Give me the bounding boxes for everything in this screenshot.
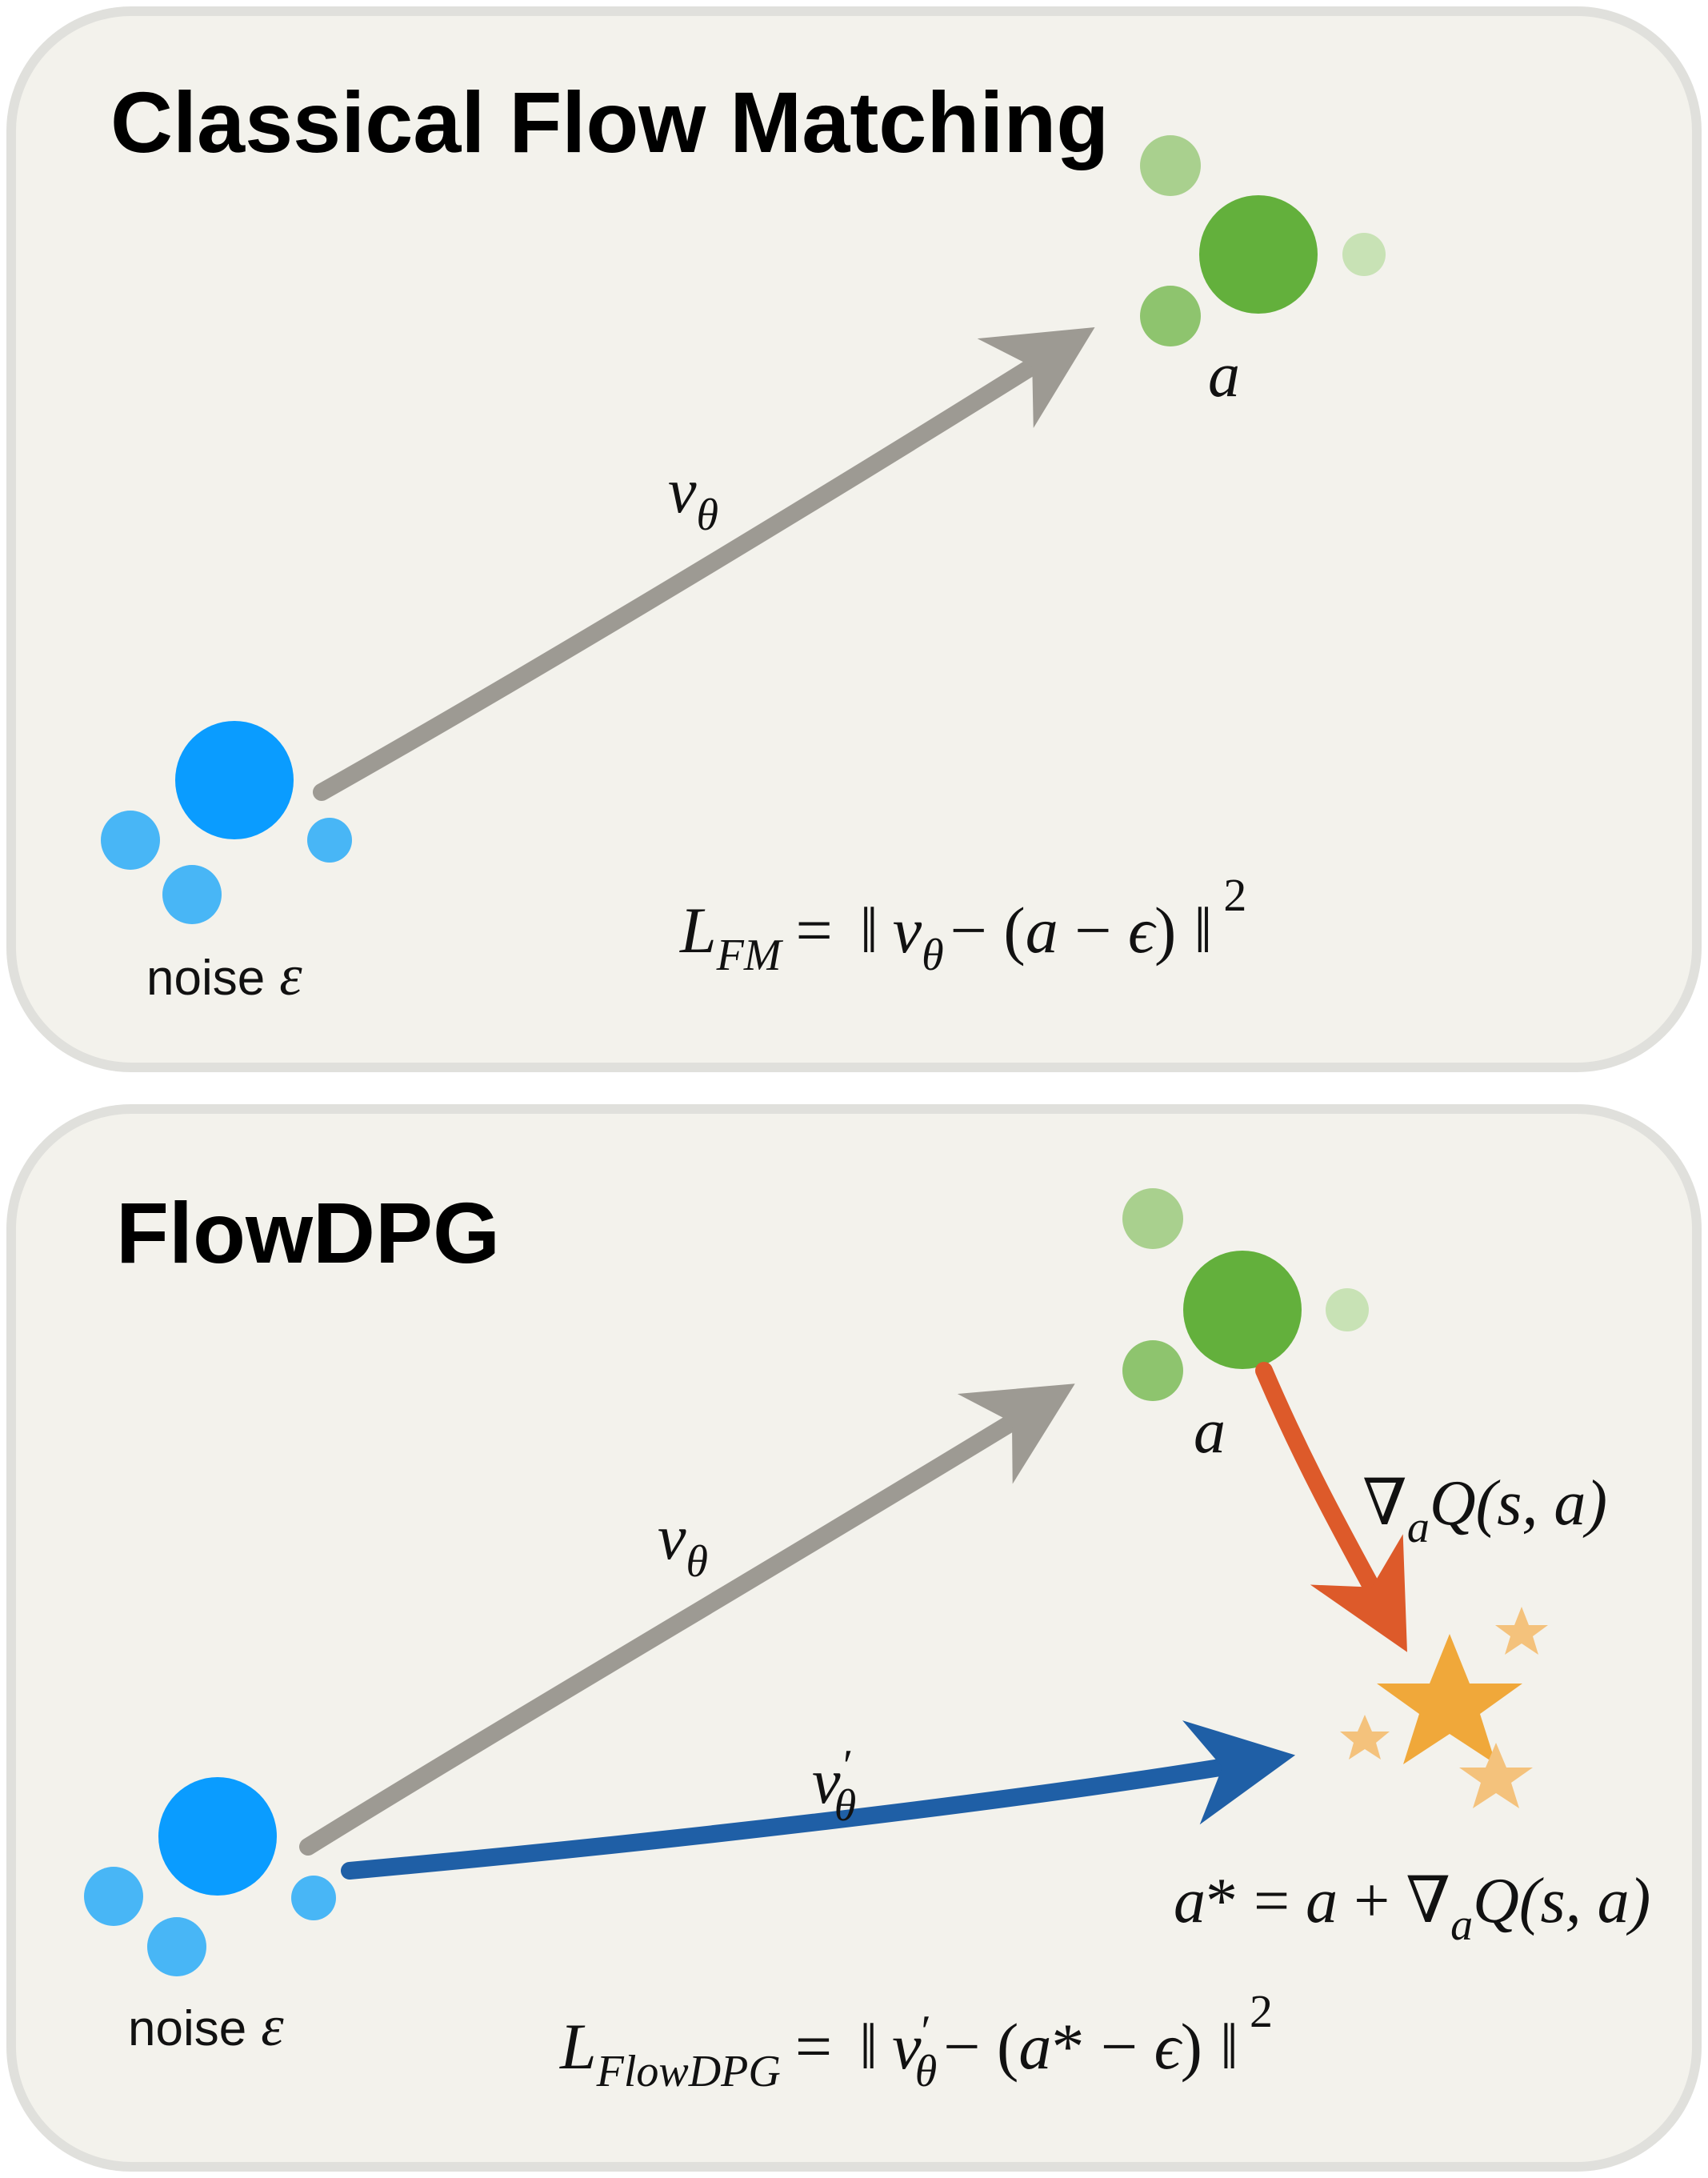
flow-label-top: vθ: [668, 456, 718, 540]
flow-arrow-top: [313, 326, 1095, 801]
noise-small-dot: [307, 818, 352, 863]
loss-formula-top: LFM=‖vθ− (a − ϵ)‖2: [679, 869, 1246, 980]
bottom-panel: FlowDPG vθ: [6, 1104, 1702, 2172]
noise-small-dot: [291, 1876, 336, 1920]
gradient-arrow: [1255, 1362, 1407, 1652]
target-light-dot: [1140, 286, 1201, 346]
flow-label-bottom: vθ: [658, 1503, 708, 1587]
target-main-dot: [1183, 1251, 1302, 1369]
noise-small-dot: [147, 1917, 206, 1976]
target-cluster-top: [1140, 135, 1386, 346]
noise-main-dot: [175, 721, 294, 839]
target-main-dot: [1199, 195, 1318, 314]
noise-cluster-bottom: [84, 1777, 336, 1976]
target-cluster-bottom: [1122, 1188, 1369, 1401]
target-light-dot: [1326, 1288, 1369, 1331]
bottom-panel-title: FlowDPG: [116, 1184, 500, 1281]
star-small-icon: [1340, 1715, 1390, 1760]
flow-arrow-bottom: [299, 1383, 1075, 1856]
noise-small-dot: [162, 865, 222, 924]
top-panel-title: Classical Flow Matching: [110, 74, 1109, 170]
noise-cluster-top: [101, 721, 352, 924]
target-label-top: a: [1208, 340, 1240, 410]
optimal-action-equation: a* = a + ∇aQ(s, a): [1174, 1866, 1650, 1950]
loss-formula-bottom: LFlowDPG=‖v′θ− (a* − ϵ)‖2: [559, 1985, 1273, 2096]
noise-small-dot: [84, 1867, 143, 1926]
target-light-dot: [1122, 1188, 1183, 1249]
target-light-dot: [1122, 1340, 1183, 1401]
gradient-label: ∇aQ(s, a): [1362, 1468, 1607, 1552]
star-small-icon: [1495, 1607, 1548, 1655]
noise-main-dot: [158, 1777, 277, 1896]
new-flow-arrow: [341, 1720, 1296, 1880]
bottom-panel-background: [6, 1104, 1702, 2172]
optimal-action-stars: [1340, 1607, 1548, 1808]
star-main-icon: [1377, 1634, 1522, 1764]
target-light-dot: [1140, 135, 1201, 196]
star-small-icon: [1459, 1743, 1533, 1808]
target-label-bottom: a: [1194, 1396, 1226, 1467]
new-flow-label: v′θ: [812, 1741, 856, 1831]
noise-small-dot: [101, 811, 160, 870]
target-light-dot: [1342, 233, 1386, 276]
